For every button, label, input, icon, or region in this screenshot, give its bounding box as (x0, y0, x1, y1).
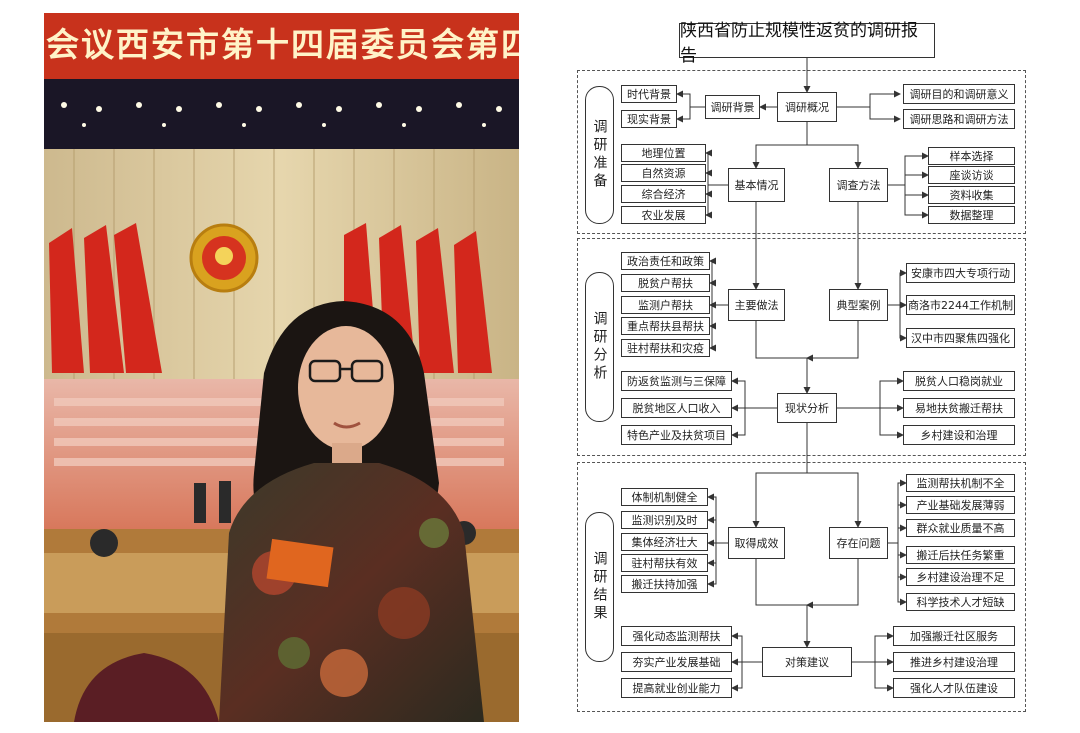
node-q2: 产业基础发展薄弱 (906, 496, 1015, 514)
section-label-result: 调研结果 (585, 512, 614, 662)
banner-title: 会议西安市第十四届委员会第四次 (46, 25, 519, 64)
node-data: 数据整理 (928, 206, 1015, 224)
node-s6: 乡村建设和治理 (903, 425, 1015, 445)
node-p4: 重点帮扶县帮扶 (621, 317, 710, 335)
section-result (577, 462, 1026, 712)
node-q1: 监测帮扶机制不全 (906, 474, 1015, 492)
flowchart: 陕西省防止规模性返贫的调研报告 调研准备 调研分析 调研结果 调研概况 调研背景… (570, 15, 1040, 720)
node-agri: 农业发展 (621, 206, 706, 224)
node-a2: 监测识别及时 (621, 511, 708, 529)
section-prep (577, 70, 1026, 234)
connector-lines (676, 58, 929, 692)
node-economy: 综合经济 (621, 185, 706, 203)
node-nature: 自然资源 (621, 164, 706, 182)
node-s5: 易地扶贫搬迁帮扶 (903, 398, 1015, 418)
node-achieve: 取得成效 (728, 527, 785, 559)
node-cases: 典型案例 (829, 289, 888, 321)
node-geo: 地理位置 (621, 144, 706, 162)
node-real-bg: 现实背景 (621, 110, 677, 128)
node-r3: 提高就业创业能力 (621, 678, 732, 698)
node-q5: 乡村建设治理不足 (906, 568, 1015, 586)
node-c2: 商洛市2244工作机制 (906, 295, 1015, 315)
node-q4: 搬迁后扶任务繁重 (906, 546, 1015, 564)
node-p1: 政治责任和政策 (621, 252, 710, 270)
node-c1: 安康市四大专项行动 (906, 263, 1015, 283)
photo-illustration (44, 13, 519, 722)
node-q3: 群众就业质量不高 (906, 519, 1015, 537)
node-purpose: 调研目的和调研意义 (903, 84, 1015, 104)
node-background: 调研背景 (705, 95, 760, 119)
node-collect: 资料收集 (928, 186, 1015, 204)
node-era-bg: 时代背景 (621, 85, 677, 103)
node-a3: 集体经济壮大 (621, 533, 708, 551)
diagram-title: 陕西省防止规模性返贫的调研报告 (679, 21, 935, 66)
node-a5: 搬迁扶持加强 (621, 575, 708, 593)
node-a1: 体制机制健全 (621, 488, 708, 506)
node-overview: 调研概况 (777, 92, 837, 122)
node-s2: 脱贫地区人口收入 (621, 398, 732, 418)
node-approach: 调研思路和调研方法 (903, 109, 1015, 129)
node-p2: 脱贫户帮扶 (621, 274, 710, 292)
node-s3: 特色产业及扶贫项目 (621, 425, 732, 445)
node-main-practice: 主要做法 (728, 289, 785, 321)
node-p5: 驻村帮扶和灾疫 (621, 339, 710, 357)
node-a4: 驻村帮扶有效 (621, 554, 708, 572)
node-sample: 样本选择 (928, 147, 1015, 165)
node-c3: 汉中市四聚焦四强化 (906, 328, 1015, 348)
section-label-prep: 调研准备 (585, 86, 614, 224)
node-method: 调查方法 (829, 168, 888, 202)
node-problems: 存在问题 (829, 527, 888, 559)
node-suggest: 对策建议 (762, 647, 852, 677)
node-r2: 夯实产业发展基础 (621, 652, 732, 672)
node-s1: 防返贫监测与三保障 (621, 371, 732, 391)
section-label-analysis: 调研分析 (585, 272, 614, 422)
node-r4: 加强搬迁社区服务 (893, 626, 1015, 646)
section-analysis (577, 238, 1026, 456)
node-basic: 基本情况 (728, 168, 785, 202)
conference-photo: 会议西安市第十四届委员会第四次 (44, 13, 519, 722)
node-status: 现状分析 (777, 393, 837, 423)
node-s4: 脱贫人口稳岗就业 (903, 371, 1015, 391)
node-p3: 监测户帮扶 (621, 296, 710, 314)
node-r1: 强化动态监测帮扶 (621, 626, 732, 646)
node-interview: 座谈访谈 (928, 166, 1015, 184)
node-r5: 推进乡村建设治理 (893, 652, 1015, 672)
node-r6: 强化人才队伍建设 (893, 678, 1015, 698)
node-q6: 科学技术人才短缺 (906, 593, 1015, 611)
